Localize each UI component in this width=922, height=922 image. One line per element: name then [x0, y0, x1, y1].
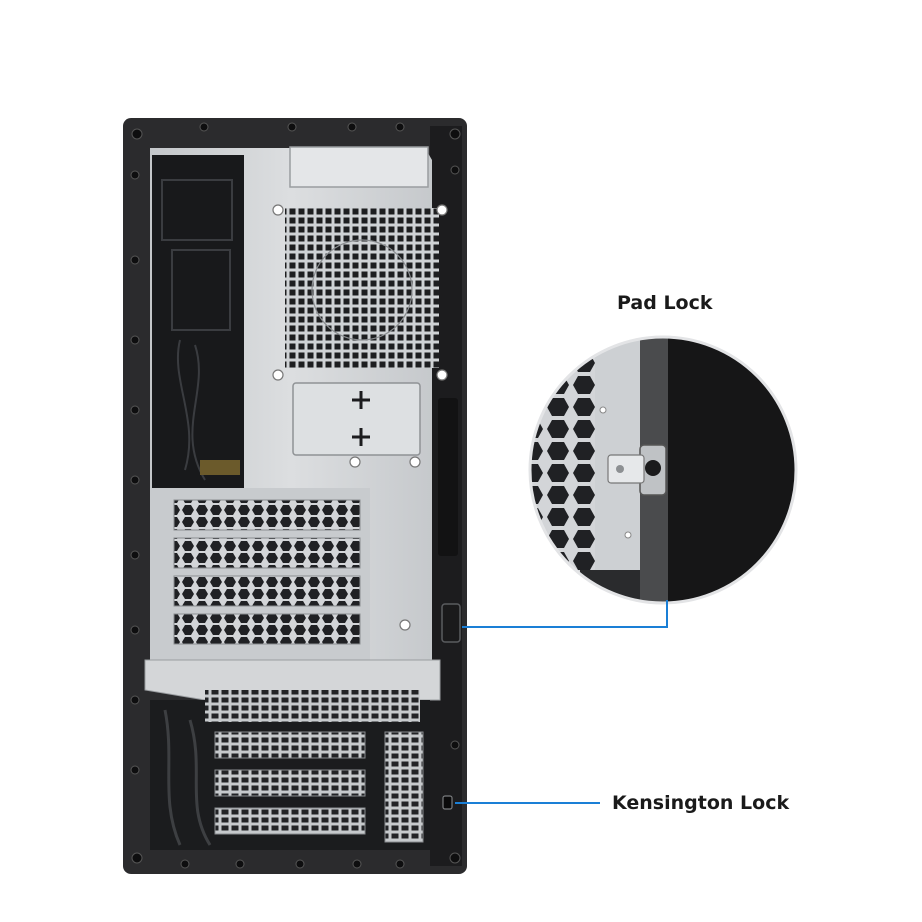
- io-connector: [200, 460, 240, 475]
- side-panel-latch: [438, 398, 458, 556]
- zoom-ring: [528, 335, 798, 605]
- psu-cables: [163, 709, 212, 846]
- padlock-callout-line: [462, 600, 668, 628]
- expansion-slots: [173, 499, 361, 645]
- kensington-lock-label: Kensington Lock: [612, 792, 790, 814]
- padlock-loop-icon: [441, 603, 461, 643]
- frame-screws: [130, 122, 461, 869]
- kensington-slot-icon: [442, 795, 453, 810]
- psu-vent-top: [205, 690, 420, 722]
- cover-plate-crosses: [352, 391, 370, 446]
- top-bracket: [289, 146, 429, 188]
- fan-grille: [285, 208, 439, 368]
- io-opening: [152, 155, 244, 488]
- io-internals: [161, 179, 233, 481]
- fan-outline: [311, 239, 413, 341]
- panel-screws: [272, 204, 448, 631]
- padlock-label: Pad Lock: [617, 292, 713, 314]
- psu-slots: [214, 731, 424, 843]
- cover-plate: [292, 382, 421, 456]
